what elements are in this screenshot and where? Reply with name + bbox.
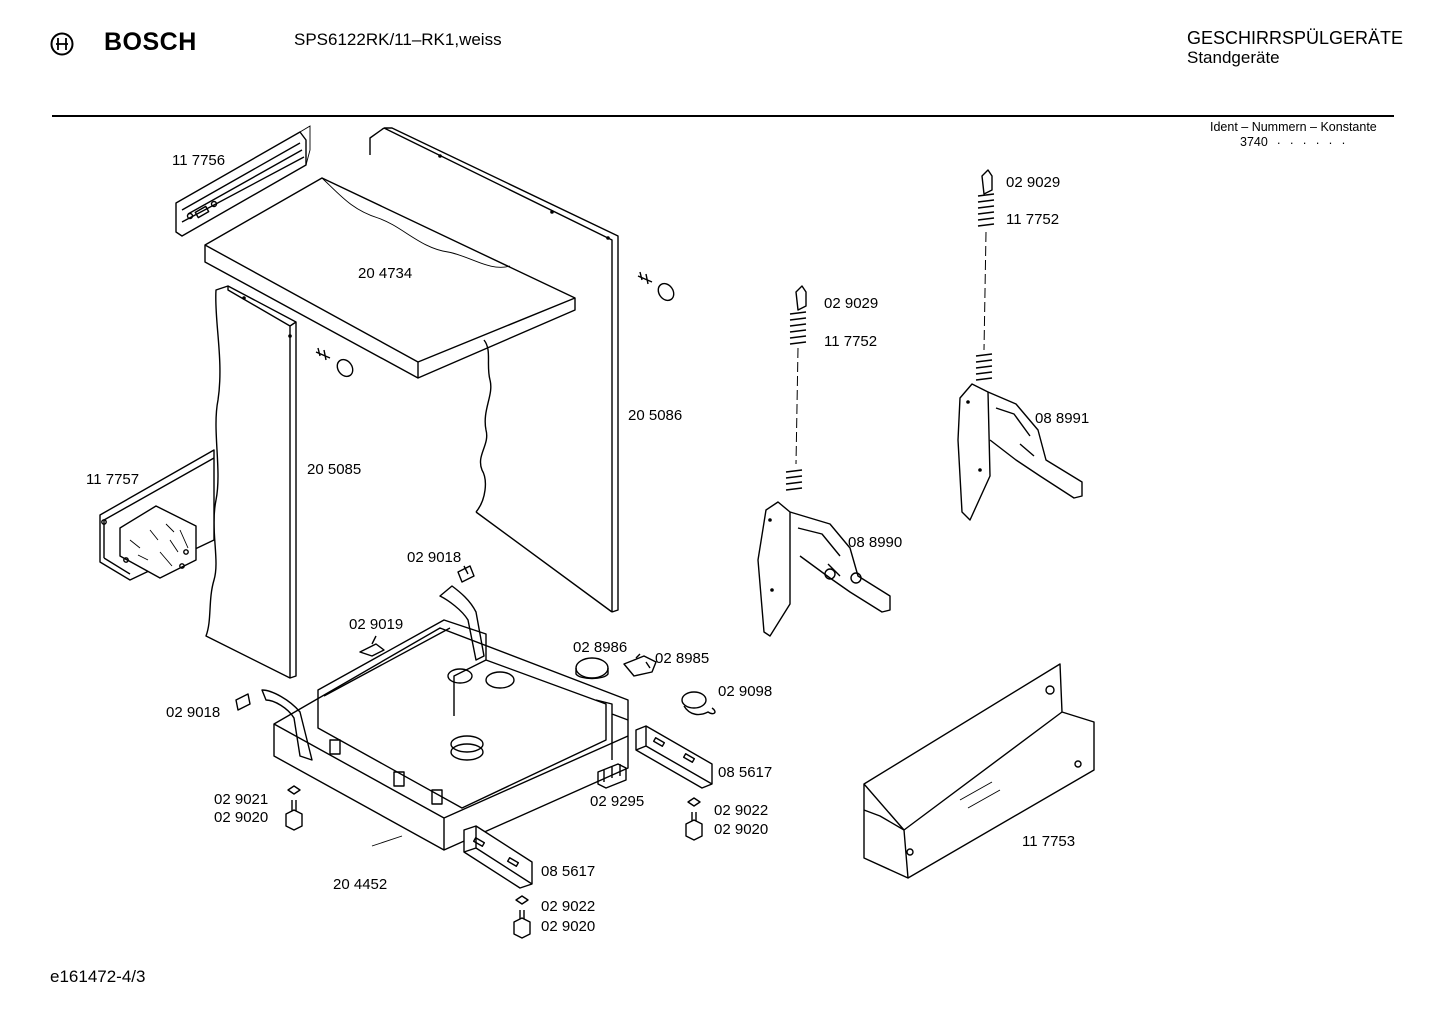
insulation-bracket-drawing xyxy=(99,449,215,581)
label-02-9020-right: 02 9020 xyxy=(714,821,768,838)
drawing-code: e161472-4/3 xyxy=(50,967,146,986)
left-side-panel-drawing xyxy=(205,285,297,679)
small-parts-drawing xyxy=(235,565,716,789)
ident-number: 3740 xyxy=(1240,135,1268,149)
label-08-8991: 08 8991 xyxy=(1035,410,1089,427)
label-02-9019: 02 9019 xyxy=(349,616,403,633)
label-11-7756: 11 7756 xyxy=(172,152,225,169)
label-02-9020-left: 02 9020 xyxy=(214,809,268,826)
label-20-4452: 20 4452 xyxy=(333,876,387,893)
label-11-7753: 11 7753 xyxy=(1022,833,1075,850)
header-divider xyxy=(52,115,1394,117)
label-20-5085: 20 5085 xyxy=(307,461,361,478)
label-11-7752-right: 11 7752 xyxy=(1006,211,1059,228)
label-02-9029-right: 02 9029 xyxy=(1006,174,1060,191)
label-02-8985: 02 8985 xyxy=(655,650,709,667)
label-02-9018-upper: 02 9018 xyxy=(407,549,461,566)
label-02-8986: 02 8986 xyxy=(573,639,627,656)
label-02-9029-left: 02 9029 xyxy=(824,295,878,312)
label-02-9295: 02 9295 xyxy=(590,793,644,810)
label-08-5617-front: 08 5617 xyxy=(541,863,595,880)
label-02-9022-front: 02 9022 xyxy=(541,898,595,915)
base-frame-drawing xyxy=(261,585,629,851)
label-08-8990: 08 8990 xyxy=(848,534,902,551)
bosch-armature-logo-icon xyxy=(50,32,74,56)
left-hinge-drawing xyxy=(757,285,891,637)
product-category: GESCHIRRSPÜLGERÄTE xyxy=(1187,28,1404,48)
label-08-5617-right: 08 5617 xyxy=(718,764,772,781)
model-designation: SPS6122RK/11–RK1,weiss xyxy=(294,30,502,49)
label-20-5086: 20 5086 xyxy=(628,407,682,424)
right-side-panel-drawing xyxy=(369,127,619,613)
label-11-7752-left: 11 7752 xyxy=(824,333,877,350)
right-hinge-drawing xyxy=(957,169,1083,521)
ident-dots: . . . . . . xyxy=(1277,133,1349,147)
brand-name: BOSCH xyxy=(104,28,197,56)
product-subcategory: Standgeräte xyxy=(1187,48,1280,67)
screw-cap-group xyxy=(315,271,675,378)
worktop-drawing xyxy=(204,177,576,379)
kick-plate-drawing xyxy=(863,663,1095,879)
label-11-7757: 11 7757 xyxy=(86,471,139,488)
label-02-9022-right: 02 9022 xyxy=(714,802,768,819)
foot-rail-drawing xyxy=(463,725,713,889)
label-02-9020-front: 02 9020 xyxy=(541,918,595,935)
label-02-9021: 02 9021 xyxy=(214,791,268,808)
label-20-4734: 20 4734 xyxy=(358,265,412,282)
label-02-9098: 02 9098 xyxy=(718,683,772,700)
fastener-drawing xyxy=(285,785,703,939)
label-02-9018-lower: 02 9018 xyxy=(166,704,220,721)
top-rail-drawing xyxy=(175,125,311,237)
ident-label: Ident – Nummern – Konstante xyxy=(1210,120,1377,134)
